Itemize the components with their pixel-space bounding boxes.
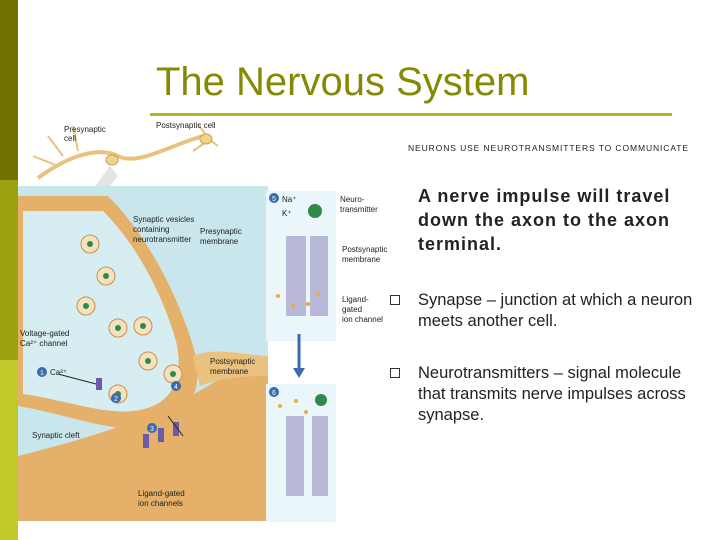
synapse-illustration: [18, 186, 268, 521]
step-number-6: 6: [272, 390, 276, 397]
bullet-neurotransmitters: Neurotransmitters – signal molecule that…: [390, 363, 708, 426]
slide-title: The Nervous System: [156, 60, 530, 104]
bullet-text: Synapse – junction at which a neuron mee…: [418, 291, 693, 330]
accent-bar-mid: [0, 180, 18, 360]
label-postsynaptic-membrane: Postsynaptic membrane: [210, 357, 258, 376]
label-postsynaptic-cell: Postsynaptic cell: [156, 121, 216, 130]
label-ligand-gated-channel: Ligand- gated ion channel: [342, 295, 383, 324]
step-number-1: 1: [40, 370, 44, 377]
label-na: Na⁺: [282, 195, 296, 204]
label-neurotransmitter: Neuro- transmitter: [340, 195, 378, 214]
bullet-square-icon: [390, 368, 400, 378]
slide-subtitle: NEURONS USE NEUROTRANSMITTERS TO COMMUNI…: [408, 143, 689, 153]
channel-inset-open: [266, 384, 336, 522]
left-accent-bar: [0, 0, 18, 540]
title-underline: [150, 113, 672, 116]
synapse-diagram: Presynaptic cell Postsynaptic cell Synap…: [18, 121, 390, 522]
step-number-3: 3: [150, 426, 154, 433]
label-ligand-gated-channels: Ligand-gated ion channels: [138, 489, 187, 508]
label-synaptic-vesicles: Synaptic vesicles containing neurotransm…: [133, 215, 197, 244]
label-presynaptic-membrane: Presynaptic membrane: [200, 227, 244, 246]
bullet-synapse: Synapse – junction at which a neuron mee…: [390, 290, 708, 332]
accent-bar-light: [0, 360, 18, 540]
label-ca: Ca²⁺: [50, 368, 67, 377]
channel-inset-closed: [266, 191, 336, 341]
arrow-head-icon: [293, 368, 305, 378]
label-postsynaptic-membrane-inset: Postsynaptic membrane: [342, 245, 390, 264]
accent-bar-dark: [0, 0, 18, 180]
bullet-text: Neurotransmitters – signal molecule that…: [418, 364, 686, 424]
label-synaptic-cleft: Synaptic cleft: [32, 431, 80, 440]
label-k: K⁺: [282, 209, 292, 218]
bullet-square-icon: [390, 295, 400, 305]
bullet-list: Synapse – junction at which a neuron mee…: [390, 290, 708, 457]
step-number-2: 2: [114, 396, 118, 403]
label-voltage-gated-channel: Voltage-gated Ca²⁺ channel: [20, 329, 72, 348]
step-number-5: 5: [272, 196, 276, 203]
step-number-4: 4: [174, 384, 178, 391]
step-marker-4: [171, 381, 181, 391]
neuron-overview: [32, 123, 219, 180]
lead-text: A nerve impulse will travel down the axo…: [418, 186, 671, 254]
label-presynaptic-cell: Presynaptic cell: [64, 125, 108, 143]
step-marker-3: [147, 423, 157, 433]
step-marker-2: [111, 393, 121, 403]
step-marker-1: [37, 367, 47, 377]
